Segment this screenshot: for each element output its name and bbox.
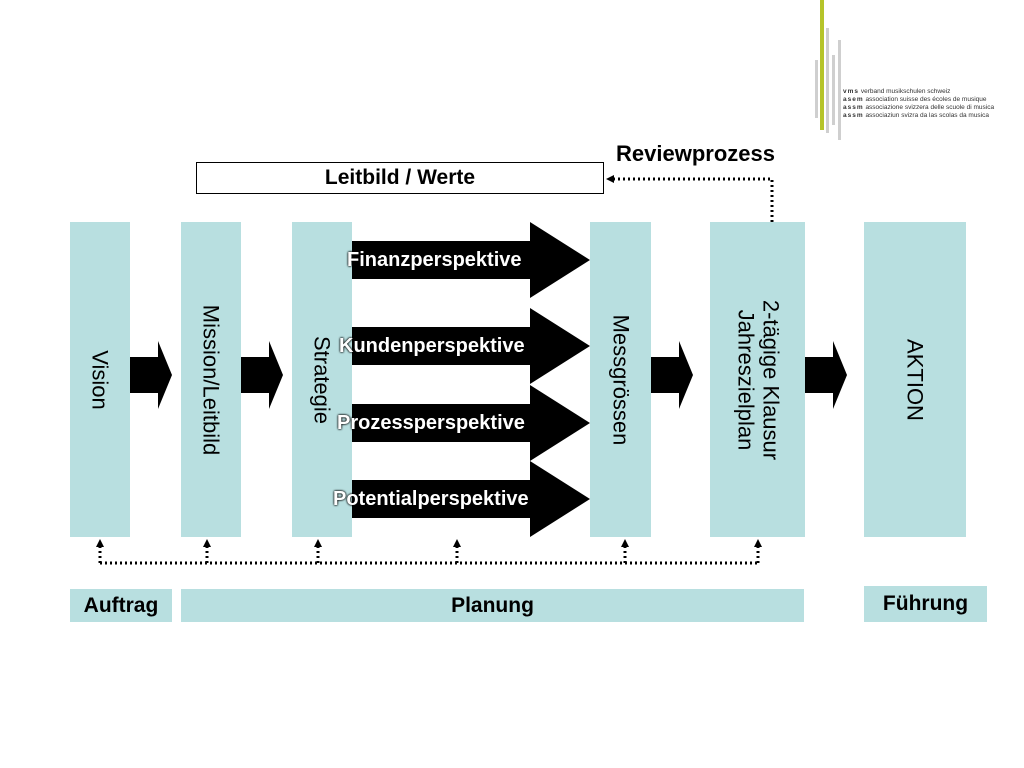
klausur-column: 2-tägige Klausur Jahreszielplan	[710, 222, 805, 537]
aktion-column: AKTION	[864, 222, 966, 537]
potentialperspektive-label: Potentialperspektive	[333, 488, 529, 510]
prozessperspektive-label: Prozessperspektive	[337, 412, 525, 434]
fuehrung-box: Führung	[864, 586, 987, 622]
strategie-label: Strategie	[309, 335, 335, 424]
review-process-label: Reviewprozess	[616, 141, 775, 166]
strategie-column: Strategie	[292, 222, 352, 537]
mission-column: Mission/Leitbild	[181, 222, 241, 537]
mission-label: Mission/Leitbild	[198, 304, 224, 455]
klausur-label: 2-tägige Klausur Jahreszielplan	[732, 299, 783, 459]
messgroessen-label: Messgrössen	[608, 314, 634, 445]
logo-line-4: assm associaziun svizra da las scolas da…	[843, 112, 989, 119]
klausur-line2: Jahreszielplan	[732, 309, 758, 450]
aktion-label: AKTION	[902, 338, 928, 421]
messgroessen-column: Messgrössen	[590, 222, 651, 537]
planung-box: Planung	[181, 589, 804, 622]
logo-line-1: vms verband musikschulen schweiz	[843, 88, 951, 95]
auftrag-box: Auftrag	[70, 589, 172, 622]
finanzperspektive-label: Finanzperspektive	[347, 249, 522, 271]
klausur-line1: 2-tägige Klausur	[757, 299, 783, 460]
leitbild-werte-box: Leitbild / Werte	[196, 162, 604, 194]
logo-line-2: asem association suisse des écoles de mu…	[843, 96, 987, 103]
vision-column: Vision	[70, 222, 130, 537]
kundenperspektive-label: Kundenperspektive	[339, 335, 525, 357]
logo-bars-icon	[815, 0, 841, 140]
logo-line-3: assm associazione svizzera delle scuole …	[843, 104, 995, 111]
vision-label: Vision	[87, 349, 113, 410]
